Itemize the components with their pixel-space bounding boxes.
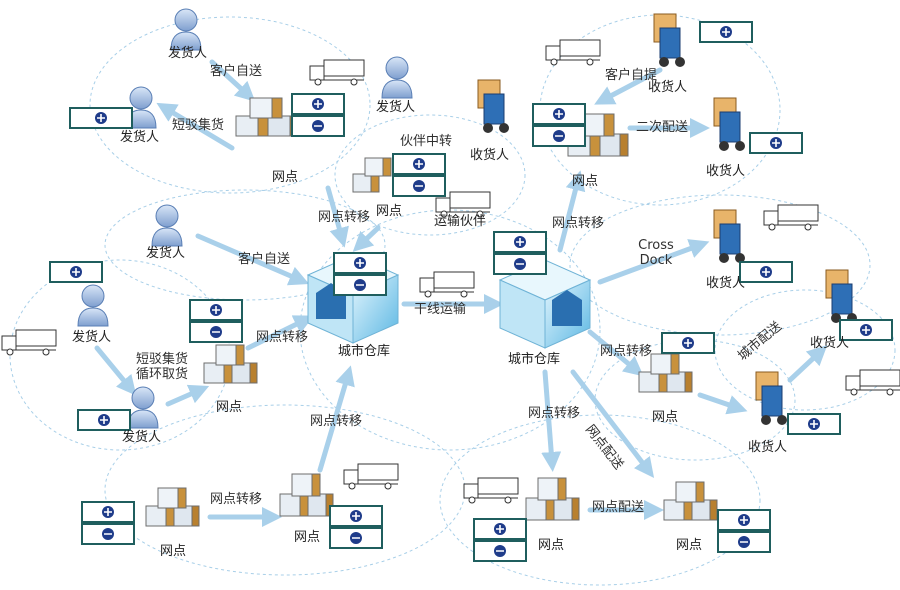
arrow-outlet-right-to-receiver <box>697 392 748 415</box>
parcel-stack-icon <box>352 157 392 193</box>
edge-label-outlet-transfer: 网点转移 <box>600 344 653 359</box>
city-warehouse-label: 城市仓库 <box>338 344 391 359</box>
parcel-stack-icon <box>279 473 334 517</box>
edge-label-outlet-transfer: 网点转移 <box>310 414 363 429</box>
parcel-stack-icon <box>525 477 580 521</box>
arrow-warehouse-to-outlet-right <box>587 329 644 377</box>
parcel-stack-icon <box>203 344 258 384</box>
edge-label-short-haul-loop-pickup: 短驳集货循环取货 <box>136 352 189 382</box>
forklift-worker-icon <box>477 79 509 133</box>
edge-label-customer-self-pickup: 客户自提 <box>605 68 658 83</box>
outlet-label: 网点 <box>376 204 403 219</box>
arrow-warehouse-to-outlet-top-right <box>557 170 586 253</box>
outlet-label: 网点 <box>538 538 565 553</box>
sender-label: 发货人 <box>376 100 416 115</box>
sender-label: 发货人 <box>168 46 208 61</box>
forklift-worker-icon <box>713 209 745 263</box>
parcel-stack-icon <box>235 97 299 137</box>
sender-label: 发货人 <box>72 330 112 345</box>
sender-icon <box>125 86 157 129</box>
truck-icon <box>309 59 365 86</box>
arrow-outlet-top-to-warehouse <box>325 185 349 248</box>
outlet-label: 网点 <box>294 530 321 545</box>
truck-icon <box>545 39 601 66</box>
edge-label-partner-transfer: 伙伴中转 <box>400 134 453 149</box>
sender-icon <box>381 56 413 99</box>
arrow-outlet-left-to-warehouse <box>245 315 314 351</box>
outlet-label: 网点 <box>652 410 679 425</box>
receiver-label: 收货人 <box>748 440 788 455</box>
forklift-worker-icon <box>825 269 857 323</box>
edge-label-outlet-transfer: 网点转移 <box>528 406 581 421</box>
transport-partner-label: 运输伙伴 <box>434 214 487 229</box>
arrow-receiver-to-outlet-top-right <box>594 67 663 105</box>
truck-icon <box>343 463 399 490</box>
arrow-receiver-to-receiver-right <box>787 345 828 383</box>
arrow-warehouse-down <box>541 369 562 472</box>
edge-label-outlet-transfer: 网点转移 <box>256 330 309 345</box>
parcel-stack-icon <box>663 481 718 521</box>
sender-label: 发货人 <box>120 130 160 145</box>
arrow-partner-to-warehouse <box>352 225 381 252</box>
edge-label-outlet-delivery: 网点配送 <box>592 500 645 515</box>
edge-label-customer-self-delivery: 客户自送 <box>210 64 263 79</box>
truck-icon <box>763 204 819 231</box>
outlet-label: 网点 <box>272 170 299 185</box>
receiver-label: 收货人 <box>648 80 688 95</box>
flow-arrows <box>94 59 828 527</box>
outlet-label: 网点 <box>676 538 703 553</box>
edge-label-customer-self-delivery: 客户自送 <box>238 252 291 267</box>
truck-icon <box>1 329 57 356</box>
edge-label-trunk-transport: 干线运输 <box>414 302 467 317</box>
arrow-sender-low-to-outlet-left <box>165 384 210 407</box>
sender-icon <box>77 284 109 327</box>
receiver-label: 收货人 <box>706 276 746 291</box>
truck-icon <box>435 191 491 218</box>
sender-icon <box>151 204 183 247</box>
outlet-label: 网点 <box>160 544 187 559</box>
edge-label-outlet-transfer: 网点转移 <box>552 216 605 231</box>
receiver-label: 收货人 <box>706 164 746 179</box>
receiver-label: 收货人 <box>470 148 510 163</box>
arrow-warehouse-to-crossdock <box>597 239 710 285</box>
edge-label-outlet-transfer: 网点转移 <box>318 210 371 225</box>
sender-icon <box>170 8 202 51</box>
sender-icon <box>127 386 159 429</box>
edge-label-cross-dock: Cross Dock <box>638 238 674 268</box>
outlet-label: 网点 <box>216 400 243 415</box>
arrow-warehouse-to-outlet-bottom-right <box>570 369 655 478</box>
sender-label: 发货人 <box>146 246 186 261</box>
parcel-stack-icon <box>145 487 200 527</box>
arrow-sender-mid-to-warehouse <box>195 233 310 286</box>
parcel-stack-icon <box>638 353 693 393</box>
arrow-sender-left-to-sender-low <box>94 345 137 396</box>
truck-icon <box>463 477 519 504</box>
outlet-label: 网点 <box>572 174 599 189</box>
forklift-worker-icon <box>755 371 787 425</box>
truck-icon <box>845 369 900 396</box>
city-warehouse-label: 城市仓库 <box>508 352 561 367</box>
receiver-label: 收货人 <box>810 336 850 351</box>
sender-label: 发货人 <box>122 430 162 445</box>
forklift-worker-icon <box>713 97 745 151</box>
edge-label-short-haul-collection: 短驳集货 <box>172 118 225 133</box>
plus-minus-signs <box>72 28 870 552</box>
edge-label-secondary-delivery: 二次配送 <box>636 120 689 135</box>
truck-icon <box>419 271 475 298</box>
arrow-outlet-to-sender-top <box>156 102 235 151</box>
forklift-worker-icon <box>653 13 685 67</box>
arrow-sender-to-outlet-top <box>209 59 256 102</box>
edge-label-outlet-transfer: 网点转移 <box>210 492 263 507</box>
arrow-outlet-bottom-to-warehouse <box>317 365 355 473</box>
